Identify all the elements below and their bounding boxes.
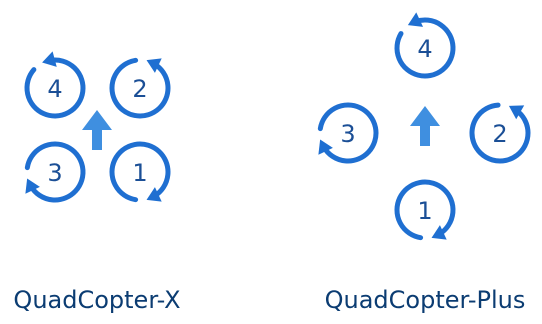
rotor-ring <box>109 141 171 203</box>
rotor-ring <box>394 179 456 241</box>
rotor-3: 3 <box>317 102 379 164</box>
spin-arrowhead <box>508 105 525 120</box>
rotor-ring <box>109 57 171 119</box>
rotor-number: 3 <box>340 120 355 148</box>
rotor-number: 1 <box>132 159 147 187</box>
rotor-ring <box>469 102 531 164</box>
rotor-1: 1 <box>394 179 456 241</box>
rotor-1: 1 <box>109 141 171 203</box>
rotor-number: 2 <box>132 75 147 103</box>
spin-arrowhead <box>146 58 162 73</box>
up-arrow-icon <box>82 110 112 150</box>
spin-arrowhead <box>146 187 162 202</box>
spin-arrowhead <box>42 51 57 67</box>
rotor-number: 4 <box>47 75 62 103</box>
quadcopter-x-config: 4 2 3 1 QuadCopter-X <box>13 51 181 314</box>
rotor-ring <box>24 141 86 203</box>
spin-arrowhead <box>25 178 40 194</box>
up-arrow-icon <box>410 106 440 146</box>
quadcopter-plus-config: 4 3 2 1 QuadCopter-Plus <box>317 12 531 314</box>
rotor-number: 2 <box>492 120 507 148</box>
rotor-4: 4 <box>24 51 86 119</box>
rotor-3: 3 <box>24 141 86 203</box>
rotor-4: 4 <box>394 12 456 79</box>
spin-arrowhead <box>318 139 333 155</box>
rotor-number: 4 <box>417 35 432 63</box>
rotor-number: 3 <box>47 159 62 187</box>
rotor-ring <box>24 57 86 119</box>
spin-arrowhead <box>431 225 447 240</box>
rotor-number: 1 <box>417 197 432 225</box>
rotor-2: 2 <box>469 102 531 164</box>
rotor-ring <box>317 102 379 164</box>
rotor-ring <box>394 17 456 79</box>
spin-arrowhead <box>407 12 424 27</box>
rotor-2: 2 <box>109 57 171 119</box>
config-label: QuadCopter-X <box>13 286 180 314</box>
config-label: QuadCopter-Plus <box>325 286 526 314</box>
